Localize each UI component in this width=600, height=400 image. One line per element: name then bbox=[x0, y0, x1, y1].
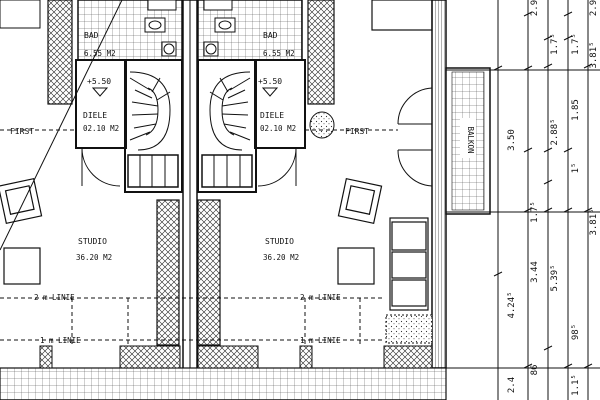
bath-left bbox=[77, 0, 183, 61]
bad-right-area: 6.55 M2 bbox=[263, 49, 295, 58]
dim-col3-2: 1.7⁵ bbox=[550, 33, 560, 55]
diele-left-area: 02.10 M2 bbox=[83, 124, 119, 133]
dim-col5-1: 3.81⁵ bbox=[589, 208, 599, 235]
dim-col1-2: 2.4 bbox=[507, 377, 517, 393]
side-table-left bbox=[3, 247, 41, 285]
stair-right bbox=[201, 71, 253, 188]
dim-col3-3: 2.9 bbox=[530, 0, 540, 16]
dim-col4-2: 1.7⁵ bbox=[530, 201, 540, 223]
studio-left-area: 36.20 M2 bbox=[76, 253, 112, 262]
dim-col3-1: 5.39⁵ bbox=[550, 264, 560, 291]
bad-left-label: BAD bbox=[84, 31, 99, 40]
level-arrow-right bbox=[261, 87, 279, 97]
side-table-right bbox=[337, 247, 375, 285]
diele-right-label: DIELE bbox=[260, 111, 284, 120]
armchair-right bbox=[337, 177, 383, 225]
studio-right-area: 36.20 M2 bbox=[263, 253, 299, 262]
sofa bbox=[389, 217, 429, 311]
level-right-label: +5.50 bbox=[258, 77, 282, 86]
bath-right bbox=[197, 0, 303, 61]
dim-col5-2: 1.7⁵ bbox=[571, 33, 581, 55]
dim-col1-0: 3.50 bbox=[507, 129, 517, 151]
room-labels: BAD 6.55 M2 BAD 6.55 M2 +5.50 +5.50 DIEL… bbox=[10, 31, 475, 345]
dim-col2-0: 3.44 bbox=[530, 261, 540, 283]
studio-right-label: STUDIO bbox=[265, 237, 294, 246]
dim-col4-1: 1⁵ bbox=[571, 163, 581, 174]
dim-col5-0: 3.81⁵ bbox=[589, 41, 599, 68]
level-arrow-left bbox=[91, 87, 109, 97]
balkon-label: BALKON bbox=[466, 126, 475, 153]
linie-left-bottom: 1 m LINIE bbox=[40, 336, 81, 345]
dimension-values: 3.50 4.24⁵ 2.4 86 3.44 1.1⁵ 2.88⁵ 5.39⁵ … bbox=[507, 0, 599, 396]
dim-col5-3: 2.9 bbox=[589, 0, 599, 16]
stair-left bbox=[127, 71, 179, 188]
dimension-lines bbox=[446, 0, 600, 400]
planter-bottom bbox=[385, 314, 433, 344]
door-swings bbox=[81, 87, 433, 187]
planter-top bbox=[309, 111, 335, 139]
linie-left-top: 2 m LINIE bbox=[34, 293, 75, 302]
dim-col1-1: 4.24⁵ bbox=[507, 291, 517, 318]
diele-left-label: DIELE bbox=[83, 111, 107, 120]
dim-col4-0: 1.85 bbox=[571, 99, 581, 121]
first-right-label: FIRST bbox=[345, 127, 369, 136]
walls bbox=[0, 0, 447, 400]
bad-left-area: 6.55 M2 bbox=[84, 49, 116, 58]
roof-lines bbox=[0, 129, 398, 345]
section-line bbox=[0, 0, 123, 251]
linie-right-top: 2 m LINIE bbox=[300, 293, 341, 302]
dim-col1-3: 86 bbox=[530, 365, 540, 376]
dim-col2-1: 1.1⁵ bbox=[571, 374, 581, 396]
dim-col3-4: 98⁵ bbox=[571, 324, 581, 340]
dim-col3-0: 2.88⁵ bbox=[550, 118, 560, 145]
balcony bbox=[445, 67, 491, 215]
studio-left-label: STUDIO bbox=[78, 237, 107, 246]
first-left-label: FIRST bbox=[10, 127, 34, 136]
linie-right-bottom: 1 m LINIE bbox=[300, 336, 341, 345]
level-left-label: +5.50 bbox=[87, 77, 111, 86]
bad-right-label: BAD bbox=[263, 31, 278, 40]
armchair-left bbox=[0, 177, 43, 225]
diele-right-area: 02.10 M2 bbox=[260, 124, 296, 133]
